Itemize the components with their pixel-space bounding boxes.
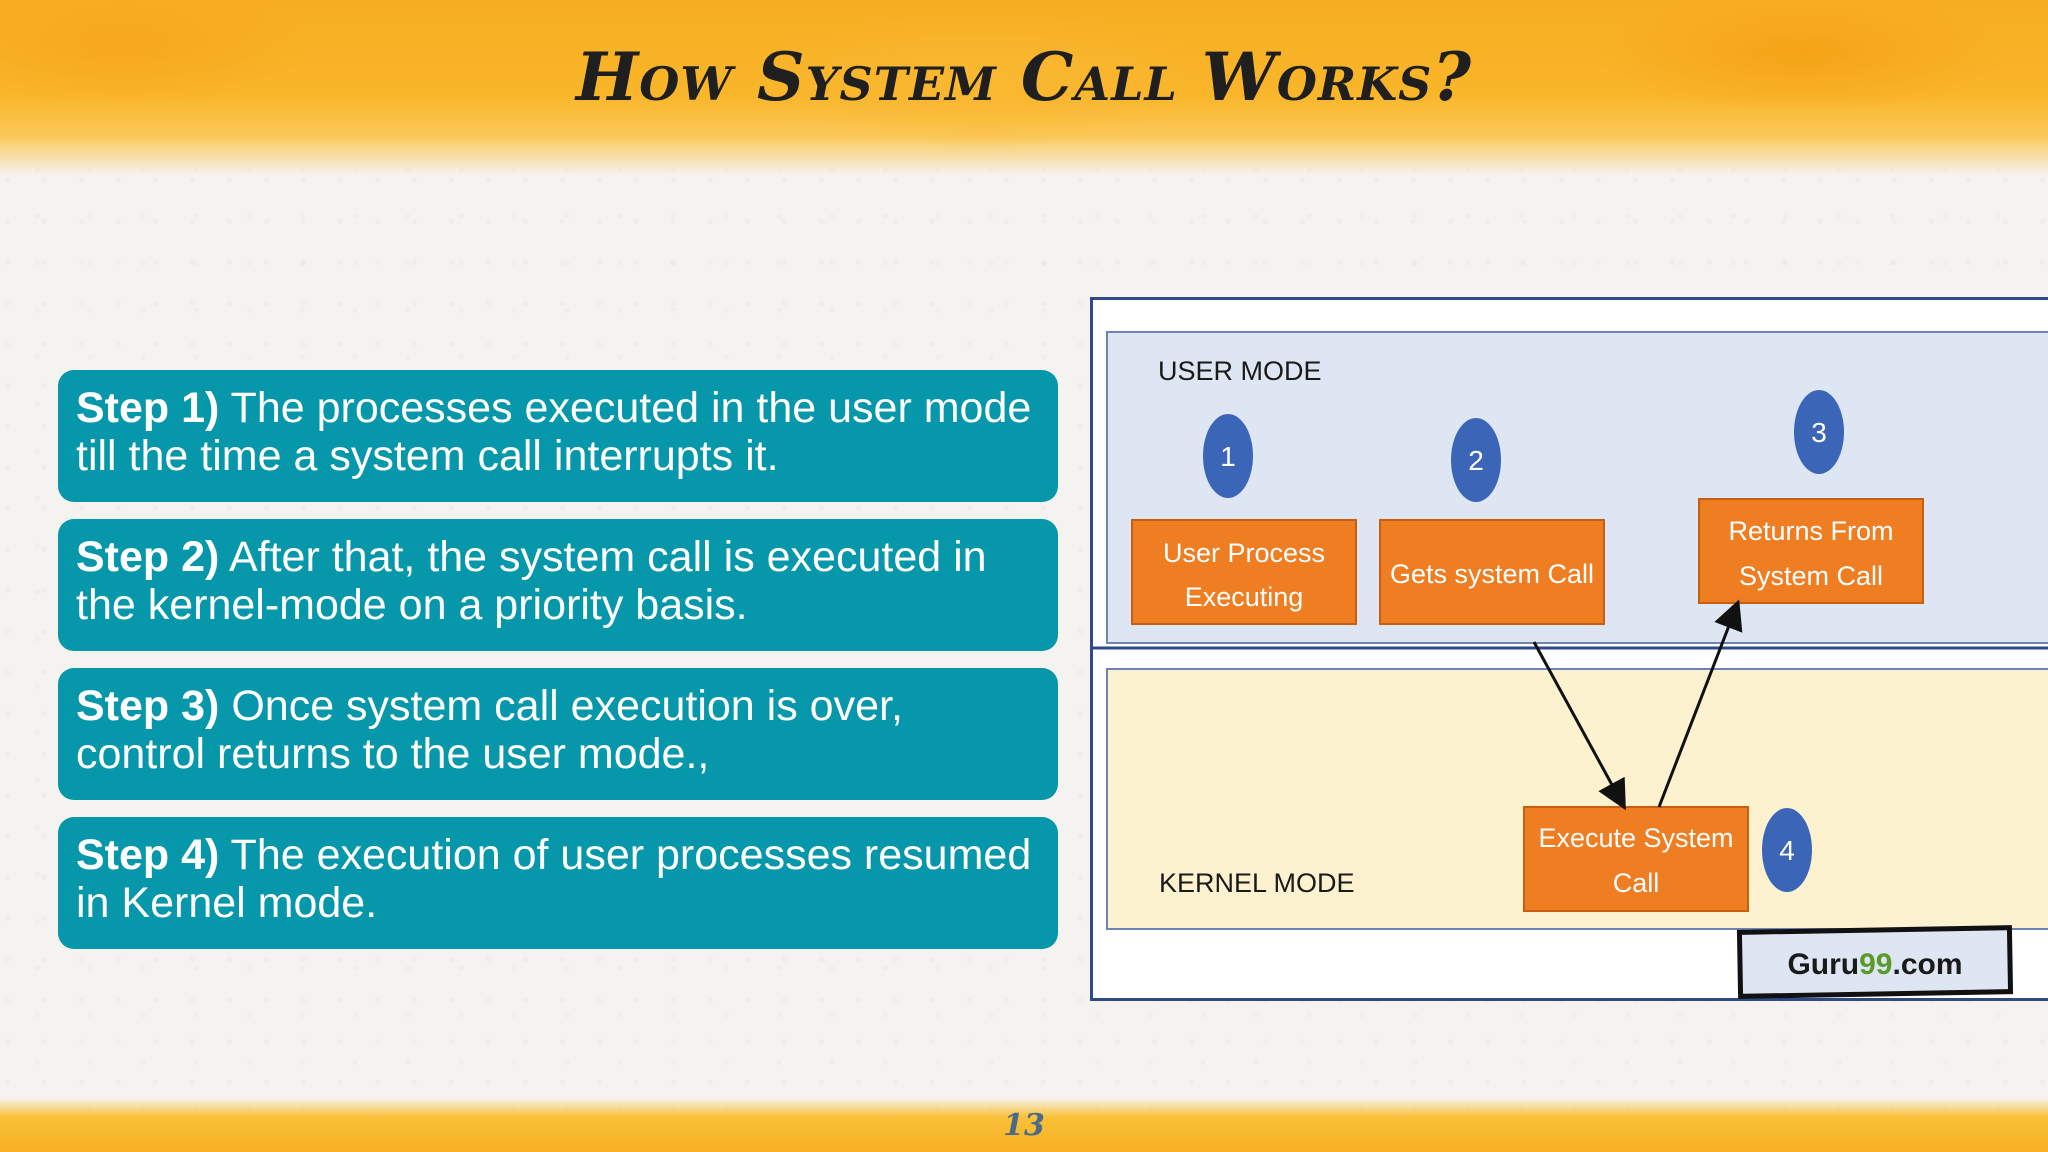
user-process-box [1131, 519, 1357, 625]
kernel-mode-label: KERNEL MODE [1159, 868, 1355, 898]
returns-label-line2: System Call [1739, 561, 1883, 591]
user-process-label-line2: Executing [1185, 582, 1304, 612]
gets-system-call-label: Gets system Call [1390, 559, 1594, 589]
step-1-badge-number: 1 [1220, 441, 1236, 472]
footer-band [0, 1098, 2048, 1152]
step-2-box: Step 2) After that, the system call is e… [58, 519, 1058, 651]
step-4-box: Step 4) The execution of user processes … [58, 817, 1058, 949]
guru99-watermark: Guru99.com [1736, 925, 2014, 999]
system-call-diagram: USER MODE KERNEL MODE 1 2 3 4 User Proce… [1090, 297, 2048, 1001]
user-mode-label: USER MODE [1158, 356, 1322, 386]
step-1-label: Step 1) [76, 384, 220, 432]
diagram-canvas: USER MODE KERNEL MODE 1 2 3 4 User Proce… [1093, 331, 2048, 999]
step-1-box: Step 1) The processes executed in the us… [58, 370, 1058, 502]
step-3-text: Once system call execution is over, cont… [76, 682, 903, 778]
step-2-label: Step 2) [76, 533, 220, 581]
step-1-badge [1203, 414, 1253, 498]
execute-label-line2: Call [1613, 868, 1660, 898]
page-number: 13 [1003, 1108, 1045, 1143]
step-3-label: Step 3) [76, 682, 220, 730]
step-2-text: After that, the system call is executed … [76, 533, 987, 629]
execute-system-call-box [1523, 806, 1749, 912]
step-2-badge-number: 2 [1468, 445, 1484, 476]
step-2-badge [1451, 418, 1501, 502]
execute-label-line1: Execute System [1538, 823, 1733, 853]
step-3-badge [1794, 390, 1844, 474]
step-4-badge-number: 4 [1779, 835, 1795, 866]
returns-from-system-call-box [1698, 498, 1924, 604]
gets-system-call-box [1379, 519, 1605, 625]
returns-label-line1: Returns From [1728, 516, 1893, 546]
step-4-label: Step 4) [76, 831, 220, 879]
arrow-to-kernel [1532, 641, 1626, 811]
step-3-badge-number: 3 [1811, 417, 1827, 448]
watermark-suffix: .com [1893, 948, 1963, 981]
step-4-text: The execution of user processes resumed … [76, 831, 1032, 927]
step-4-badge [1762, 808, 1812, 892]
header-band [0, 0, 2048, 175]
user-process-label-line1: User Process [1163, 538, 1325, 568]
slide-title: How System Call Works? [575, 38, 1473, 116]
svg-text:Guru99.com: Guru99.com [1787, 948, 1962, 981]
watermark-prefix: Guru [1787, 948, 1859, 981]
arrow-to-user [1657, 599, 1743, 808]
step-1-text: The processes executed in the user mode … [76, 384, 1032, 480]
step-3-box: Step 3) Once system call execution is ov… [58, 668, 1058, 800]
watermark-accent: 99 [1859, 948, 1892, 981]
